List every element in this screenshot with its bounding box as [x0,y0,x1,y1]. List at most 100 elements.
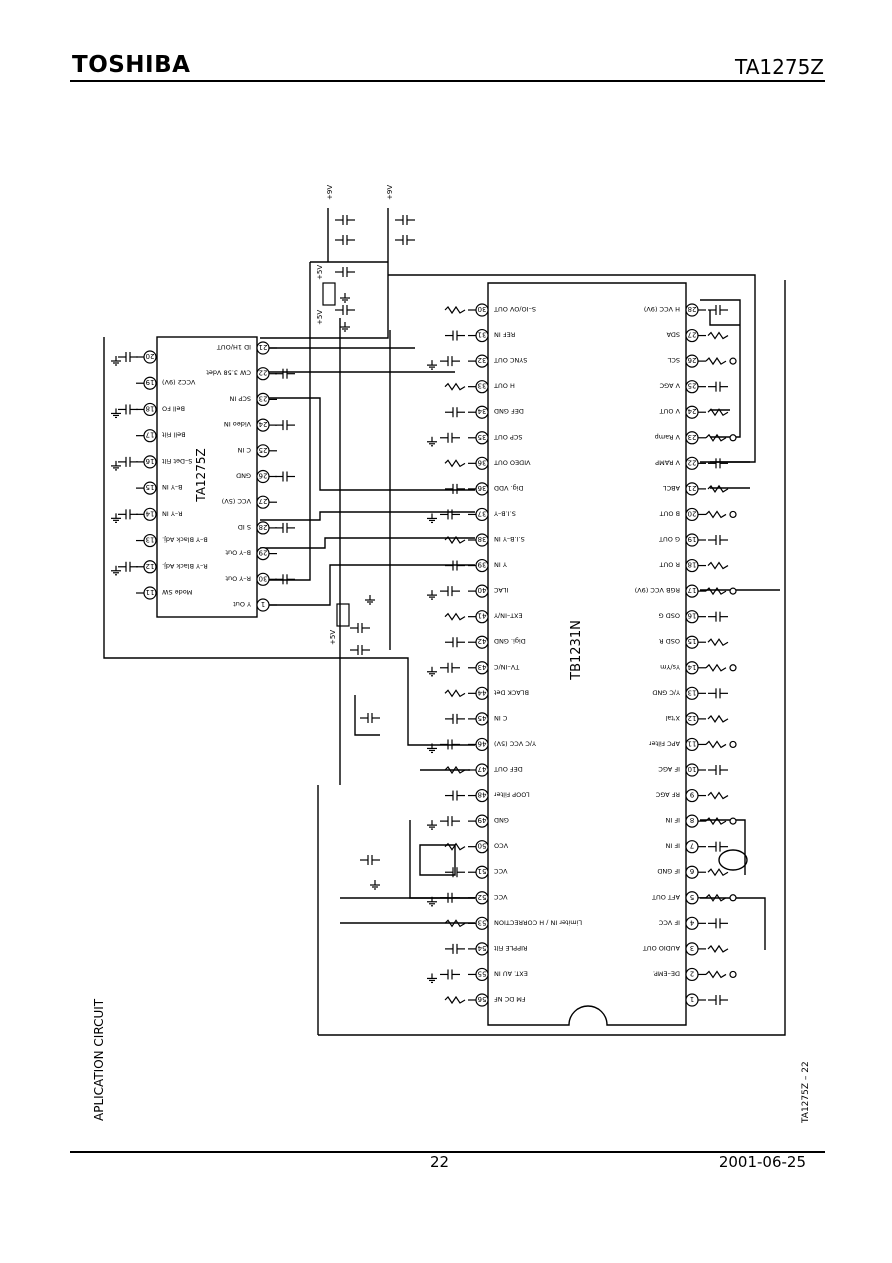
main-ic-pin-number: 1 [690,995,694,1003]
main-ic-pin-number: 28 [688,305,697,313]
main-ic-pin-label: R OUT [660,561,680,569]
main-ic-pin-number: 21 [688,484,697,492]
main-ic-pin-number: 47 [478,765,487,773]
sub-ic-pin-left-10: 11 [136,586,157,600]
sub-ic-pin-number: 15 [146,483,155,491]
main-ic-pin-left-10: 38 [468,533,489,547]
sub-ic-pin-number: 17 [146,431,155,439]
main-ic-pin-number: 18 [688,561,697,569]
main-ic-pin-label: B OUT [660,509,680,517]
main-ic-pin-label: Digi. GND [494,637,526,645]
main-ic-pin-number: 2 [690,969,694,977]
supply-label-3: +5V [316,265,324,280]
main-ic-pin-number: 20 [688,509,697,517]
main-ic-pin-label: V Ramp [655,433,680,441]
main-ic-pin-number: 53 [478,918,487,926]
sub-ic-pin-left-2: 19 [136,376,157,390]
main-ic-pin-left-11: 39 [468,558,489,573]
main-ic-pin-right-5: 24 [685,405,706,419]
sub-ic-pin-label: VCC2 (9V) [162,378,195,386]
main-ic-pin-number: 23 [688,433,697,441]
brand-logo: TOSHIBA [72,52,191,78]
main-ic-pin-number: 54 [477,944,486,952]
main-ic-pin-left-26: 54 [468,942,489,956]
main-ic-pin-number: 11 [688,739,697,747]
main-ic-pin-number: 4 [689,918,694,926]
main-ic-pin-number: 40 [478,586,487,594]
sub-ic-pin-right-11: 1 [256,598,277,612]
main-ic-pin-left-28: 56 [468,993,489,1007]
sub-ic-pin-label: S ID [238,523,251,531]
main-ic-pin-label: Limiter IN / H CORRECTION [494,918,582,926]
main-ic-pin-right-14: 15 [685,635,706,649]
sub-ic-pin-label: Mode SW [161,588,192,596]
main-ic-pin-label: H VCC (9V) [644,305,680,313]
main-ic-pin-label: VCC [494,893,508,901]
sub-ic-pin-number: 21 [259,343,268,351]
sub-ic-pin-number: 30 [259,574,268,582]
main-ic-pin-right-19: 10 [685,763,706,777]
main-ic-pin-label: S.I.B–Y [494,509,516,517]
sub-ic-pin-right-8: 28 [256,521,277,535]
sub-ic-pin-number: 1 [261,600,265,608]
sub-ic-pin-left-6: 15 [136,481,157,495]
main-ic-pin-number: 12 [688,714,697,722]
main-ic-pin-left-9: 37 [468,507,489,522]
publication-date: 2001-06-25 [718,1153,806,1171]
main-ic-pin-left-12: 40 [468,584,489,598]
sub-ic-pin-label: Bell FO [162,404,185,412]
main-ic-pin-right-23: 6 [685,865,706,879]
sub-ic-pin-right-9: 29 [256,546,277,561]
main-ic-pin-label: SCL [667,356,680,364]
main-ic-pin-number: 33 [478,382,487,390]
main-ic-pin-label: Y IN [494,561,508,569]
supply-label-1: +9V [326,185,334,200]
main-ic-pin-left-23: 51 [468,865,489,879]
figure-title: APLICATION CIRCUIT [92,998,106,1121]
main-ic-pin-left-1: 30 [468,303,489,317]
main-ic-body [487,282,687,1026]
sub-ic-pin-number: 22 [259,369,268,377]
main-ic-pin-label: Dig. VDD [494,484,524,492]
main-ic-pin-label: REF IN [494,331,515,339]
sub-ic-name: TA1275Z [194,448,208,502]
main-ic-pin-number: 15 [688,637,697,645]
main-ic-pin-number: 5 [690,893,694,901]
main-ic-pin-label: AUDIO OUT [643,944,680,952]
main-ic-pin-left-20: 48 [468,788,489,803]
sub-ic-pin-right-2: 22 [256,367,277,381]
main-ic-pin-left-5: 34 [468,405,489,419]
sub-ic-pin-number: 29 [259,549,268,557]
main-ic-pin-label: FM DC NF [494,995,526,1003]
main-ic-pin-label: IF IN [665,842,680,850]
main-ic-pin-right-10: 19 [685,533,706,547]
main-ic-pin-label: VIDEO OUT [494,458,531,466]
main-ic-pin-label: H OUT [494,382,515,390]
main-ic-pin-label: EXT. AU IN [494,969,528,977]
sub-ic-pin-left-8: 13 [136,533,157,548]
main-ic-pin-left-7: 36 [468,456,489,470]
main-ic-pin-label: BLACK Det [494,688,529,696]
sub-ic-pin-label: CW 3.58 Vdet [206,369,251,377]
main-ic-pin-right-27: 2 [685,967,706,982]
main-ic-pin-label: VCC [494,867,508,875]
main-ic-pin-label: IF VCC [658,918,680,926]
main-ic-pin-right-15: 14 [685,661,706,675]
main-ic-pin-label: DEF GND [494,407,524,415]
main-ic-pin-right-24: 5 [685,891,706,905]
main-ic-pin-label: ILAC [494,586,509,594]
main-ic-pin-left-13: 41 [468,610,489,624]
main-ic-pin-label: IF GND [657,867,680,875]
main-ic-pin-number: 22 [688,458,697,466]
sub-ic-pin-number: 16 [145,457,154,465]
sub-ic-pin-right-4: 24 [256,418,277,432]
main-ic-pin-number: 8 [690,816,694,824]
main-ic-pin-left-27: 55 [468,967,489,982]
sub-ic-pin-number: 24 [258,420,267,428]
main-ic-pin-left-3: 32 [468,354,489,368]
main-ic-pin-label: DEF OUT [494,765,523,773]
sub-ic-pin-right-6: 26 [256,469,277,484]
main-ic-pin-number: 56 [477,995,486,1003]
main-ic-pin-number: 7 [690,842,694,850]
main-ic-pin-label: Y/C GND [652,688,681,696]
